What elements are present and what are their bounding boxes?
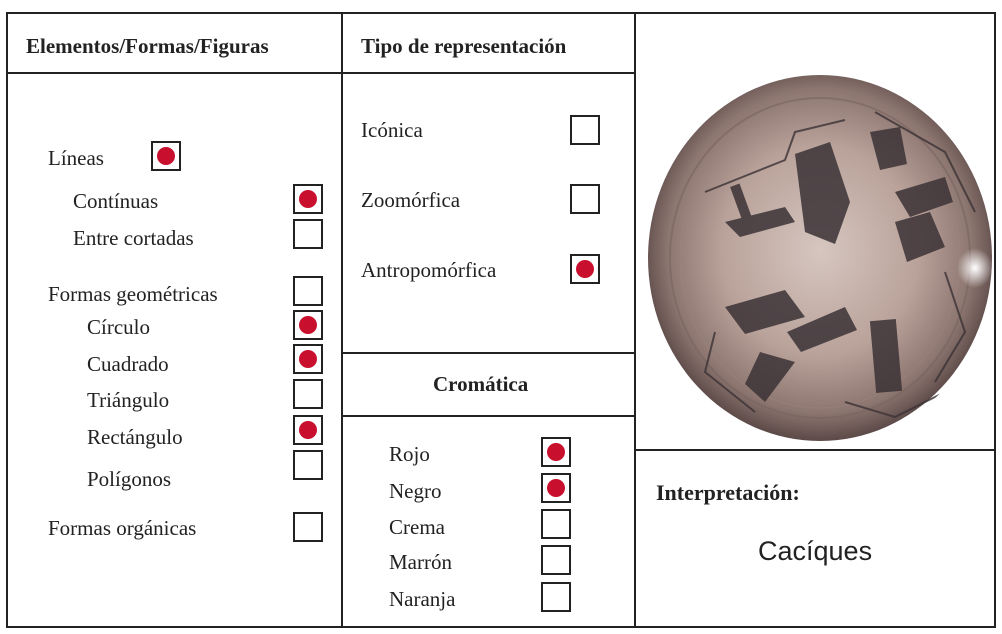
label-formas-geometricas: Formas geométricas xyxy=(48,282,218,306)
label-crema: Crema xyxy=(389,515,445,539)
label-rectangulo: Rectángulo xyxy=(87,425,183,449)
checkbox-continuas[interactable] xyxy=(293,184,323,214)
interpretation-value: Cacíques xyxy=(758,536,873,566)
checkbox-iconica[interactable] xyxy=(570,115,600,145)
header-divider xyxy=(6,72,636,74)
section-divider xyxy=(341,415,636,417)
checkbox-antropomorfica[interactable] xyxy=(570,254,600,284)
chromatic-header: Cromática xyxy=(433,372,529,396)
label-antropomorfica: Antropomórfica xyxy=(361,258,497,282)
label-negro: Negro xyxy=(389,479,442,503)
checkbox-circulo[interactable] xyxy=(293,310,323,340)
label-entre-cortadas: Entre cortadas xyxy=(73,226,194,250)
label-continuas: Contínuas xyxy=(73,189,159,213)
ceramic-bowl-image xyxy=(645,72,995,444)
checkbox-entre-cortadas[interactable] xyxy=(293,219,323,249)
checkbox-rectangulo[interactable] xyxy=(293,415,323,445)
label-naranja: Naranja xyxy=(389,587,456,611)
column-divider xyxy=(634,12,636,628)
checkbox-marron[interactable] xyxy=(541,545,571,575)
checkbox-cuadrado[interactable] xyxy=(293,344,323,374)
checkbox-naranja[interactable] xyxy=(541,582,571,612)
label-lineas: Líneas xyxy=(48,146,104,170)
label-iconica: Icónica xyxy=(361,118,423,142)
interpretation-title: Interpretación: xyxy=(656,480,800,505)
checkbox-crema[interactable] xyxy=(541,509,571,539)
checkbox-poligonos[interactable] xyxy=(293,450,323,480)
label-poligonos: Polígonos xyxy=(87,467,172,491)
representation-header: Tipo de representación xyxy=(361,34,567,58)
label-cuadrado: Cuadrado xyxy=(87,352,169,376)
section-divider xyxy=(341,352,636,354)
table-frame xyxy=(6,12,996,628)
checkbox-formas-organicas[interactable] xyxy=(293,512,323,542)
checkbox-negro[interactable] xyxy=(541,473,571,503)
label-marron: Marrón xyxy=(389,550,452,574)
section-divider xyxy=(634,449,996,451)
label-formas-organicas: Formas orgánicas xyxy=(48,516,197,540)
label-triangulo: Triángulo xyxy=(87,388,170,412)
checkbox-lineas[interactable] xyxy=(151,141,181,171)
column-divider xyxy=(341,12,343,628)
checkbox-zoomorfica[interactable] xyxy=(570,184,600,214)
checkbox-formas-geometricas[interactable] xyxy=(293,276,323,306)
label-rojo: Rojo xyxy=(389,442,430,466)
checkbox-rojo[interactable] xyxy=(541,437,571,467)
elements-header: Elementos/Formas/Figuras xyxy=(26,34,269,58)
label-circulo: Círculo xyxy=(87,315,150,339)
label-zoomorfica: Zoomórfica xyxy=(361,188,461,212)
checkbox-triangulo[interactable] xyxy=(293,379,323,409)
